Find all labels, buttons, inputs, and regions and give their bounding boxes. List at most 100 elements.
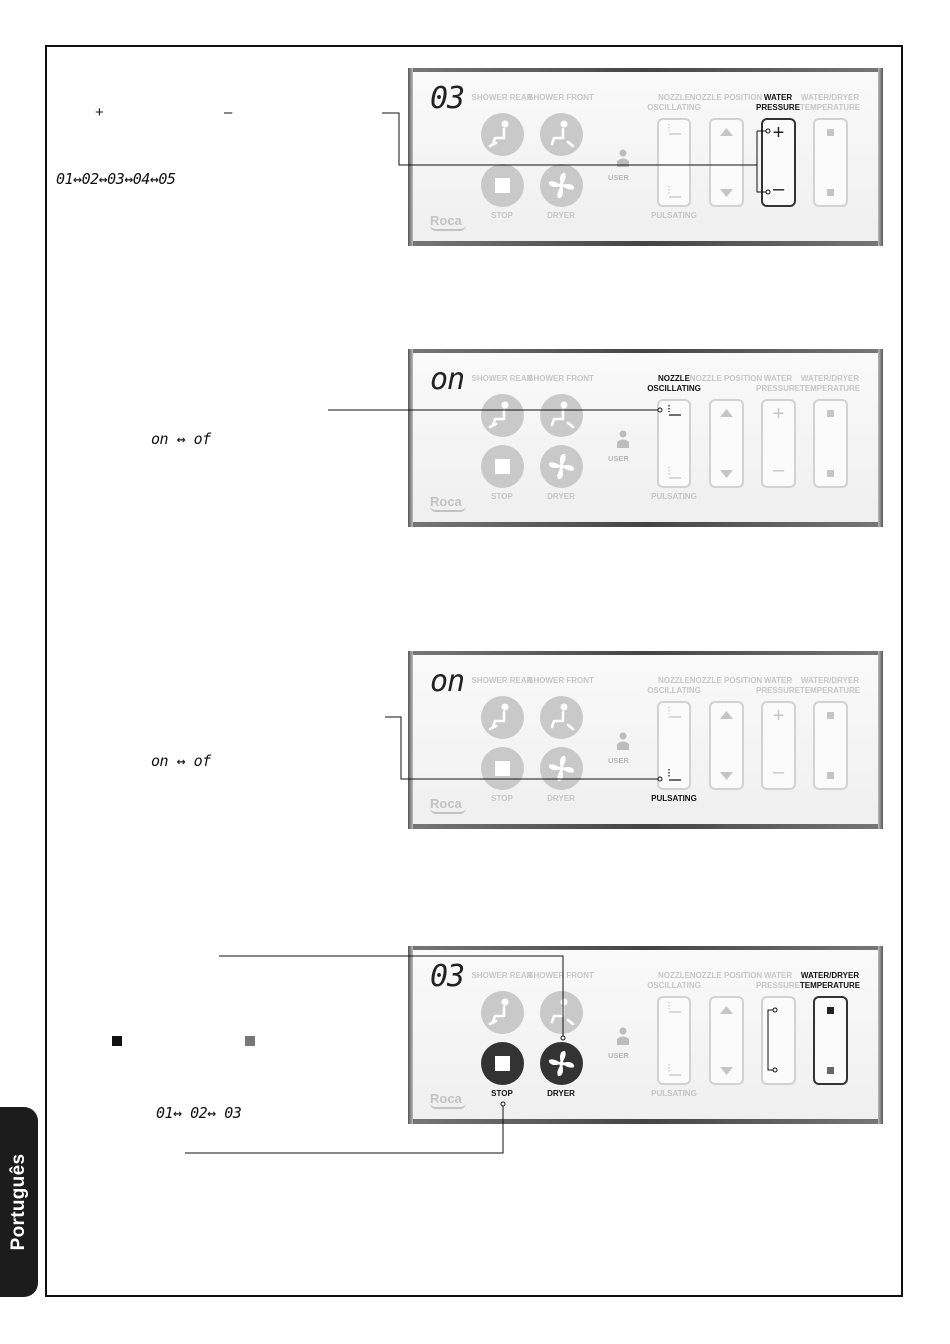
label-pulsating: PULSATING: [651, 492, 697, 501]
water-dryer-temperature-slot[interactable]: [813, 701, 848, 790]
shower-front-button[interactable]: [540, 696, 583, 739]
label-nozzle-oscillating: NOZZLE OSCILLATING: [647, 374, 701, 393]
grey-square-icon: [245, 1036, 255, 1046]
dark-square-icon: [112, 1036, 122, 1046]
control-panel-4: 03 SHOWER REAR SHOWER FRONT NOZZLE OSCIL…: [408, 946, 883, 1124]
pressure-minus-text: –: [224, 104, 233, 121]
label-shower-rear: SHOWER REAR: [471, 374, 533, 383]
label-nozzle-position: NOZZLE POSITION: [689, 676, 763, 685]
stop-square-icon: [495, 761, 510, 776]
shower-rear-button[interactable]: [481, 113, 524, 156]
water-pressure-slot[interactable]: + –: [761, 399, 796, 488]
nozzle-position-slot[interactable]: [709, 399, 744, 488]
dryer-button[interactable]: [540, 1042, 583, 1085]
stop-button[interactable]: [481, 1042, 524, 1085]
nozzle-oscillating-pulsating-slot[interactable]: [657, 399, 691, 488]
label-nozzle-position: NOZZLE POSITION: [689, 971, 763, 980]
label-nozzle-position: NOZZLE POSITION: [689, 374, 763, 383]
shower-front-icon: [550, 120, 575, 148]
nozzle-position-slot[interactable]: [709, 118, 744, 207]
triangle-down-icon: [720, 189, 733, 197]
dryer-button[interactable]: [540, 747, 583, 790]
shower-front-icon: [550, 703, 575, 731]
shower-rear-icon: [488, 120, 509, 148]
label-shower-front: SHOWER FRONT: [528, 374, 594, 383]
water-pressure-slot[interactable]: + –: [761, 701, 796, 790]
segment-display: 03: [430, 81, 465, 116]
shower-rear-icon: [488, 998, 509, 1026]
page-frame: [45, 45, 903, 1297]
stop-square-icon: [495, 459, 510, 474]
plus-icon: +: [772, 403, 785, 425]
shower-front-button[interactable]: [540, 394, 583, 437]
label-shower-front: SHOWER FRONT: [528, 676, 594, 685]
user-icon: [617, 1027, 629, 1045]
language-tab-label: Português: [8, 1153, 29, 1251]
label-user: USER: [608, 756, 629, 765]
language-tab: Português: [0, 1107, 38, 1297]
label-water-dryer-temperature: WATER/DRYER TEMPERATURE: [799, 676, 861, 695]
label-shower-front: SHOWER FRONT: [528, 971, 594, 980]
control-panel-1: 03 SHOWER REAR SHOWER FRONT NOZZLE OSCIL…: [408, 68, 883, 246]
brand-name: Roca: [430, 213, 462, 228]
label-dryer: DRYER: [547, 492, 575, 501]
plus-icon: +: [772, 705, 785, 727]
label-user: USER: [608, 1051, 629, 1060]
nozzle-position-slot[interactable]: [709, 996, 744, 1085]
label-water-pressure: WATER PRESSURE: [755, 971, 800, 990]
stop-button[interactable]: [481, 747, 524, 790]
plus-icon: +: [772, 122, 785, 144]
shower-rear-icon: [488, 401, 509, 429]
stop-button[interactable]: [481, 445, 524, 488]
label-user: USER: [608, 454, 629, 463]
label-water-pressure: WATER PRESSURE: [755, 676, 800, 695]
triangle-up-icon: [720, 128, 733, 136]
nozzle-oscillating-pulsating-slot[interactable]: [657, 701, 691, 790]
stop-square-icon: [495, 1056, 510, 1071]
stop-button[interactable]: [481, 164, 524, 207]
label-water-pressure: WATER PRESSURE: [755, 374, 800, 393]
nozzle-position-slot[interactable]: [709, 701, 744, 790]
control-panel-3: on SHOWER REAR SHOWER FRONT NOZZLE OSCIL…: [408, 651, 883, 829]
minus-icon: –: [772, 459, 785, 481]
nozzle-oscillating-pulsating-slot[interactable]: [657, 996, 691, 1085]
brand-name: Roca: [430, 494, 462, 509]
label-dryer: DRYER: [547, 794, 575, 803]
shower-rear-button[interactable]: [481, 991, 524, 1034]
stop-square-icon: [495, 178, 510, 193]
water-dryer-temperature-slot[interactable]: [813, 399, 848, 488]
dryer-button[interactable]: [540, 445, 583, 488]
shower-front-button[interactable]: [540, 991, 583, 1034]
label-nozzle-oscillating: NOZZLE OSCILLATING: [647, 971, 701, 990]
roca-logo: Roca: [430, 1091, 466, 1109]
segment-display: on: [430, 664, 465, 699]
user-icon: [617, 149, 629, 167]
label-shower-front: SHOWER FRONT: [528, 93, 594, 102]
segment-display: 03: [430, 959, 465, 994]
user-icon: [617, 732, 629, 750]
label-pulsating: PULSATING: [651, 1089, 697, 1098]
dryer-button[interactable]: [540, 164, 583, 207]
water-pressure-slot[interactable]: + –: [761, 118, 796, 207]
water-dryer-temperature-slot[interactable]: [813, 996, 848, 1085]
fan-icon: [548, 1050, 575, 1077]
shower-front-icon: [550, 998, 575, 1026]
pulsating-toggle-text: on ↔ of: [151, 752, 211, 770]
shower-rear-icon: [488, 703, 509, 731]
triangle-up-icon: [720, 711, 733, 719]
label-user: USER: [608, 173, 629, 182]
triangle-down-icon: [720, 470, 733, 478]
label-water-pressure: WATER PRESSURE: [755, 93, 800, 112]
shower-rear-button[interactable]: [481, 394, 524, 437]
user-icon: [617, 430, 629, 448]
shower-front-button[interactable]: [540, 113, 583, 156]
water-pressure-slot[interactable]: [761, 996, 796, 1085]
nozzle-oscillating-pulsating-slot[interactable]: [657, 118, 691, 207]
oscillating-toggle-text: on ↔ of: [151, 430, 211, 448]
pressure-sequence-text: 01↔02↔03↔04↔05: [56, 170, 176, 188]
temp-sequence-text: 01↔ 02↔ 03: [156, 1104, 242, 1122]
water-dryer-temperature-slot[interactable]: [813, 118, 848, 207]
label-nozzle-oscillating: NOZZLE OSCILLATING: [647, 93, 701, 112]
shower-rear-button[interactable]: [481, 696, 524, 739]
label-water-dryer-temperature: WATER/DRYER TEMPERATURE: [799, 93, 861, 112]
